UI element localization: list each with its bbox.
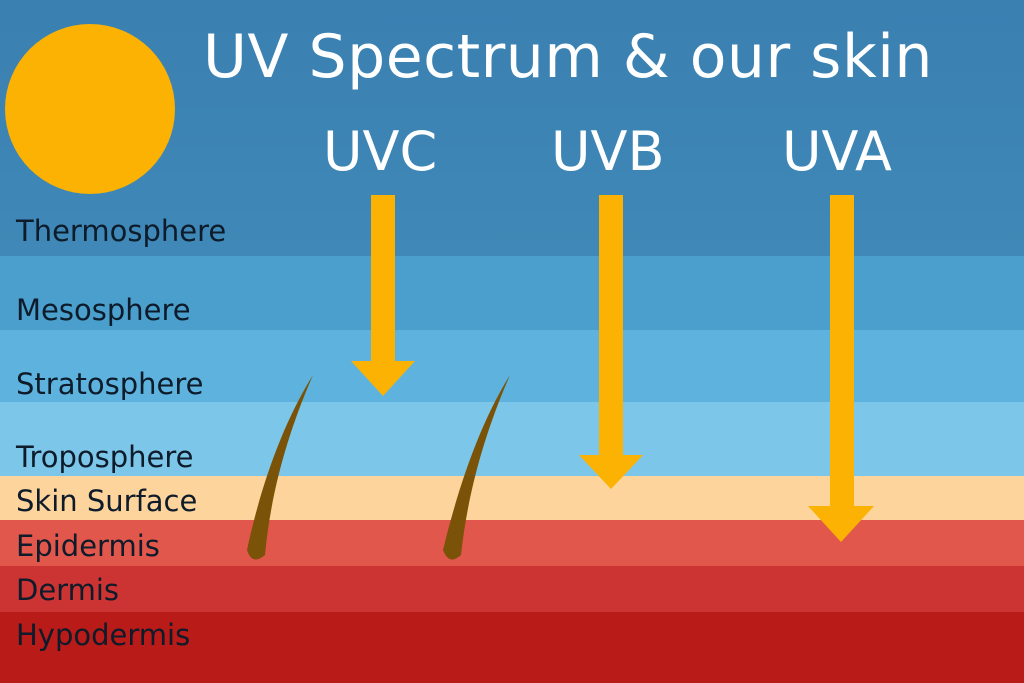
layer-label-troposphere: Troposphere bbox=[16, 440, 194, 474]
hair-follicle-icon bbox=[247, 375, 313, 560]
band-dermis bbox=[0, 566, 1024, 612]
layer-label-epidermis: Epidermis bbox=[16, 529, 160, 563]
uvc-arrow-icon bbox=[351, 195, 415, 396]
hair-follicle-icon bbox=[443, 375, 510, 560]
sun-icon bbox=[5, 24, 175, 194]
layer-label-mesosphere: Mesosphere bbox=[16, 293, 191, 327]
uva-arrow-icon bbox=[808, 195, 874, 542]
uva-label: UVA bbox=[782, 120, 892, 183]
layer-label-hypodermis: Hypodermis bbox=[16, 618, 191, 652]
diagram-title: UV Spectrum & our skin bbox=[203, 22, 933, 92]
uvb-label: UVB bbox=[551, 120, 665, 183]
layer-label-thermosphere: Thermosphere bbox=[16, 214, 227, 248]
layer-label-stratosphere: Stratosphere bbox=[16, 367, 204, 401]
uvb-arrow-icon bbox=[579, 195, 643, 489]
layer-label-skin-surface: Skin Surface bbox=[16, 484, 198, 518]
uvc-label: UVC bbox=[323, 120, 438, 183]
band-hypodermis bbox=[0, 612, 1024, 683]
layer-label-dermis: Dermis bbox=[16, 573, 120, 607]
